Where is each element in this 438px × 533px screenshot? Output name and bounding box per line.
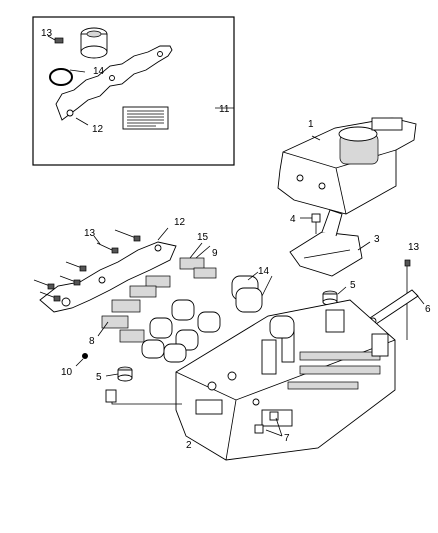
kit-gasket: [55, 45, 173, 121]
bolts-left: [33, 229, 141, 302]
callout-8: 8: [89, 336, 95, 347]
callout-3: 3: [374, 234, 380, 245]
callout-12-main: 12: [174, 217, 186, 228]
callout-14-main: 14: [258, 266, 270, 277]
callout-1: 1: [308, 119, 314, 130]
detent-bracket: [289, 209, 363, 277]
bracket-bolt: [311, 213, 321, 234]
callout-5-lower: 5: [96, 372, 102, 383]
callout-5-upper: 5: [350, 280, 356, 291]
solenoid-assembly: [277, 117, 417, 215]
valve-sleeves: [141, 275, 295, 363]
kit-bolt: [47, 35, 64, 44]
callout-12-kit: 12: [92, 124, 104, 135]
kit-filter: [80, 27, 108, 59]
callout-9: 9: [212, 248, 218, 259]
callout-10: 10: [61, 367, 73, 378]
callout-13-right: 13: [408, 242, 420, 253]
callout-6: 6: [425, 304, 431, 315]
valve-springs: [101, 257, 217, 343]
check-ball-screens: [254, 411, 279, 434]
callout-14-kit: 14: [93, 66, 105, 77]
callout-4: 4: [290, 214, 296, 225]
service-kit-inset: [32, 16, 235, 166]
accumulator-cup-lower: [117, 366, 133, 382]
valve-body: [175, 299, 396, 461]
check-ball: [82, 353, 88, 359]
separator-plate: [39, 241, 177, 313]
callout-13-kit: 13: [41, 28, 53, 39]
callout-11: 11: [219, 104, 230, 115]
callout-13-left: 13: [84, 228, 96, 239]
manual-valve-lever: [369, 289, 419, 325]
callout-15: 15: [197, 232, 209, 243]
callout-7: 7: [284, 433, 290, 444]
kit-instruction-sheet: [122, 106, 169, 130]
callout-2: 2: [186, 440, 192, 451]
kit-o-ring: [49, 68, 73, 86]
